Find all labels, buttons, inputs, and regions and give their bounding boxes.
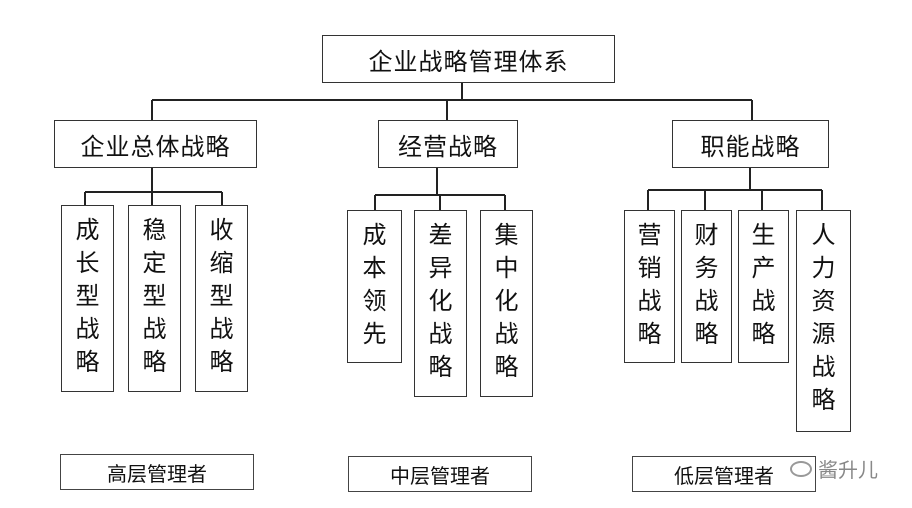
leaf-label: 成本领先	[362, 221, 387, 348]
leaf-label: 财务战略	[694, 221, 719, 348]
level-box-junior: 低层管理者	[632, 456, 816, 492]
leaf-label: 收缩型战略	[209, 216, 234, 376]
leaf-label: 集中化战略	[494, 221, 519, 381]
branch-node-functional: 职能战略	[672, 120, 829, 168]
leaf-node: 成长型战略	[61, 205, 114, 392]
branch-node-corporate: 企业总体战略	[54, 120, 257, 168]
root-node: 企业战略管理体系	[322, 35, 615, 83]
leaf-label: 生产战略	[751, 221, 776, 348]
leaf-label: 差异化战略	[428, 221, 453, 381]
leaf-node: 收缩型战略	[195, 205, 248, 392]
watermark: 酱升儿	[790, 454, 878, 483]
level-box-senior: 高层管理者	[60, 454, 254, 490]
level-box-middle: 中层管理者	[348, 456, 532, 492]
watermark-text: 酱升儿	[818, 458, 878, 482]
branch-node-business: 经营战略	[378, 120, 518, 168]
leaf-node: 财务战略	[681, 210, 732, 363]
leaf-node: 集中化战略	[480, 210, 533, 397]
leaf-node: 营销战略	[624, 210, 675, 363]
leaf-node: 稳定型战略	[128, 205, 181, 392]
leaf-label: 人力资源战略	[811, 221, 836, 414]
leaf-node: 人力资源战略	[796, 210, 851, 432]
chat-bubble-icon	[790, 460, 812, 477]
leaf-label: 稳定型战略	[142, 216, 167, 376]
leaf-node: 生产战略	[738, 210, 789, 363]
leaf-node: 成本领先	[347, 210, 402, 363]
leaf-label: 成长型战略	[75, 216, 100, 376]
leaf-node: 差异化战略	[414, 210, 467, 397]
leaf-label: 营销战略	[637, 221, 662, 348]
